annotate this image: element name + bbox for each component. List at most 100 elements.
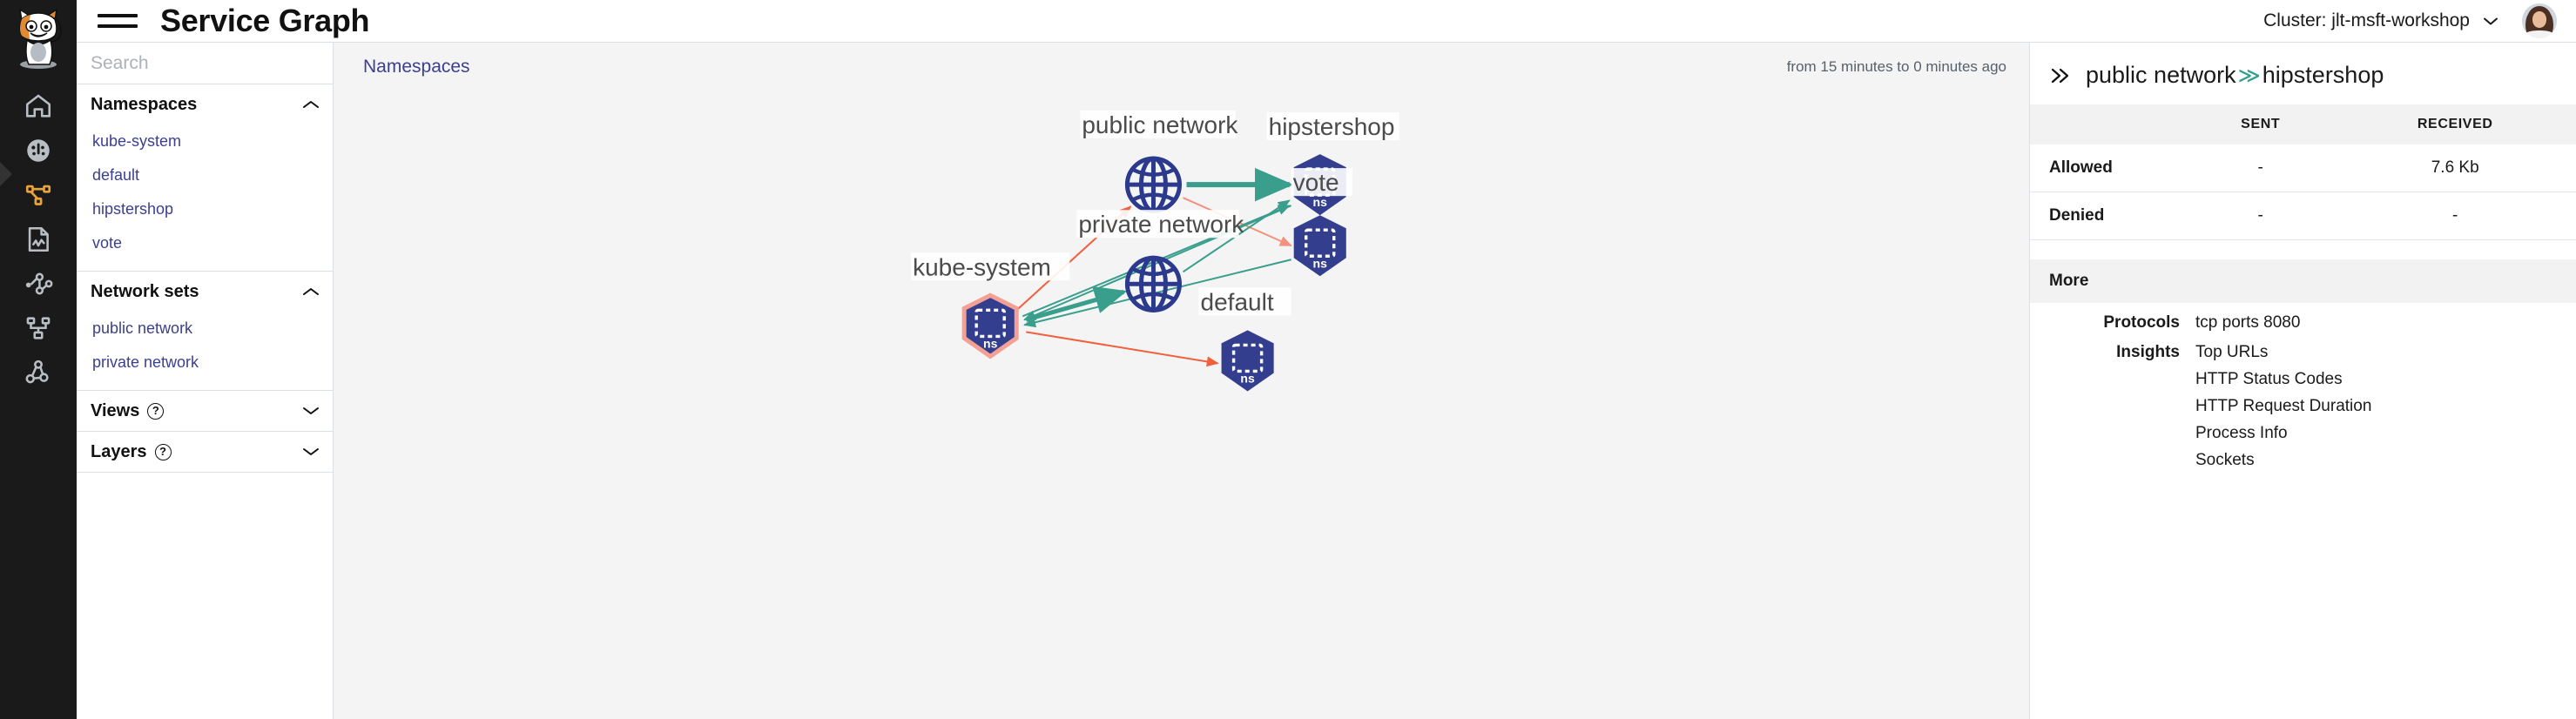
edge-kube-system-to-private-network[interactable] (1025, 286, 1128, 322)
details-separator: ≫ (2237, 63, 2261, 88)
section-body-network-sets: public network private network (77, 312, 333, 390)
details-panel: public network ≫ hipstershop SENT RECEIV… (2029, 42, 2576, 719)
table-row: Allowed - 7.6 Kb (2030, 144, 2576, 192)
graph-node-hipstershop[interactable]: ns hipstershop (1266, 112, 1399, 217)
graph-toolbar: Namespaces from 15 minutes to 0 minutes … (334, 43, 2029, 91)
home-icon (25, 94, 51, 118)
row-label-denied: Denied (2030, 192, 2187, 240)
chevron-down-icon[interactable] (301, 405, 320, 417)
section-views: Views ? (77, 391, 333, 432)
graph-panel: Namespaces from 15 minutes to 0 minutes … (334, 42, 2029, 719)
networkset-item-public-network[interactable]: public network (92, 319, 193, 337)
table-row: Denied - - (2030, 192, 2576, 240)
section-title: Views (91, 400, 140, 420)
help-icon[interactable]: ? (147, 402, 165, 420)
namespace-node-sublabel: ns (1313, 256, 1328, 270)
traffic-table-body: Allowed - 7.6 Kb Denied - - (2030, 144, 2576, 240)
page-title: Service Graph (160, 2, 370, 38)
rail-item-list (0, 84, 77, 394)
edge-hipstershop-to-kube-system[interactable] (1023, 205, 1292, 321)
graph-node-private-network[interactable]: private network (1076, 210, 1244, 310)
section-header-layers[interactable]: Layers ? (77, 432, 333, 472)
main-columns: Namespaces kube-system default hipstersh… (77, 42, 2576, 719)
graph-node-public-network[interactable]: public network (1080, 111, 1238, 211)
more-section-header[interactable]: More (2030, 259, 2576, 303)
cell-allowed-received: 7.6 Kb (2334, 144, 2576, 192)
breadcrumb[interactable]: Namespaces (363, 57, 470, 77)
column-header-blank (2030, 104, 2187, 144)
rail-item-logs[interactable] (0, 217, 77, 261)
hamburger-icon[interactable] (98, 8, 138, 34)
protocols-row: Protocols tcp ports 8080 (2030, 303, 2576, 333)
double-chevron-right-icon[interactable] (2049, 66, 2072, 85)
globe-icon (1127, 158, 1179, 211)
row-label-allowed: Allowed (2030, 144, 2187, 192)
rail-item-service-graph[interactable] (0, 162, 77, 217)
section-header-network-sets[interactable]: Network sets (77, 272, 333, 312)
insight-item-http-request-duration[interactable]: HTTP Request Duration (2195, 397, 2372, 415)
column-header-received: RECEIVED (2334, 104, 2576, 144)
chevron-down-icon (2484, 17, 2498, 24)
graph-canvas[interactable]: public network ns hipstershop (334, 91, 2029, 719)
details-header: public network ≫ hipstershop (2030, 43, 2576, 104)
rail-item-cluster-mesh[interactable] (0, 350, 77, 394)
cluster-label: Cluster: jlt-msft-workshop (2263, 10, 2470, 30)
section-header-views[interactable]: Views ? (77, 391, 333, 431)
cluster-mesh-icon (25, 360, 49, 383)
insight-item-process-info[interactable]: Process Info (2195, 424, 2288, 442)
details-title: public network ≫ hipstershop (2086, 62, 2384, 89)
cell-denied-sent: - (2187, 192, 2335, 240)
graph-node-label: default (1201, 288, 1274, 315)
insight-item-http-status-codes[interactable]: HTTP Status Codes (2195, 370, 2343, 388)
policies-document-icon (28, 226, 49, 252)
rail-item-endpoints[interactable] (0, 306, 77, 350)
chevron-down-icon[interactable] (301, 446, 320, 458)
traffic-table: SENT RECEIVED Allowed - 7.6 Kb Denied - (2030, 104, 2576, 240)
rail-item-dashboard[interactable] (0, 128, 77, 172)
namespace-node-sublabel: ns (983, 336, 998, 350)
column-header-sent: SENT (2187, 104, 2335, 144)
traffic-table-head: SENT RECEIVED (2030, 104, 2576, 144)
rail-item-home[interactable] (0, 84, 77, 128)
graph-node-label: vote (1293, 169, 1339, 196)
graph-nodes: public network ns hipstershop (911, 111, 1399, 393)
graph-node-vote[interactable]: ns vote (1291, 168, 1352, 278)
section-header-namespaces[interactable]: Namespaces (77, 84, 333, 124)
calico-cat-logo[interactable] (10, 7, 67, 70)
cell-allowed-sent: - (2187, 144, 2335, 192)
dashboard-icon (27, 138, 50, 162)
top-header: Service Graph Cluster: jlt-msft-workshop (77, 0, 2576, 42)
graph-node-label: private network (1078, 211, 1244, 238)
graph-node-default[interactable]: ns default (1198, 287, 1291, 393)
namespace-item-hipstershop[interactable]: hipstershop (92, 200, 174, 218)
insight-item-top-urls[interactable]: Top URLs (2195, 343, 2269, 361)
protocols-value: tcp ports 8080 (2195, 313, 2301, 332)
avatar[interactable] (2522, 3, 2557, 38)
namespace-item-kube-system[interactable]: kube-system (92, 132, 182, 150)
app-body: Service Graph Cluster: jlt-msft-workshop (77, 0, 2576, 719)
search-input[interactable] (91, 52, 327, 74)
namespace-item-vote[interactable]: vote (92, 234, 123, 252)
section-layers: Layers ? (77, 432, 333, 473)
network-nodes-icon (25, 272, 53, 294)
chevron-up-icon[interactable] (301, 286, 320, 298)
time-range-label: from 15 minutes to 0 minutes ago (1786, 58, 2006, 75)
edge-kube-system-to-default[interactable] (1026, 331, 1219, 367)
section-title: Namespaces (91, 94, 198, 114)
chevron-up-icon[interactable] (301, 98, 320, 111)
namespace-item-default[interactable]: default (92, 166, 140, 184)
table-header-row: SENT RECEIVED (2030, 104, 2576, 144)
insight-item-sockets[interactable]: Sockets (2195, 451, 2255, 469)
rail-item-network-nodes[interactable] (0, 261, 77, 306)
graph-node-kube-system[interactable]: ns kube-system (911, 252, 1070, 356)
endpoints-tree-icon (26, 316, 51, 339)
section-body-namespaces: kube-system default hipstershop vote (77, 124, 333, 271)
help-icon[interactable]: ? (154, 443, 172, 460)
cell-denied-received: - (2334, 192, 2576, 240)
networkset-item-private-network[interactable]: private network (92, 353, 199, 371)
cluster-selector[interactable]: Cluster: jlt-msft-workshop (2263, 10, 2499, 31)
namespace-node-sublabel: ns (1240, 371, 1255, 385)
section-namespaces: Namespaces kube-system default hipstersh… (77, 84, 333, 272)
details-destination: hipstershop (2262, 62, 2384, 88)
